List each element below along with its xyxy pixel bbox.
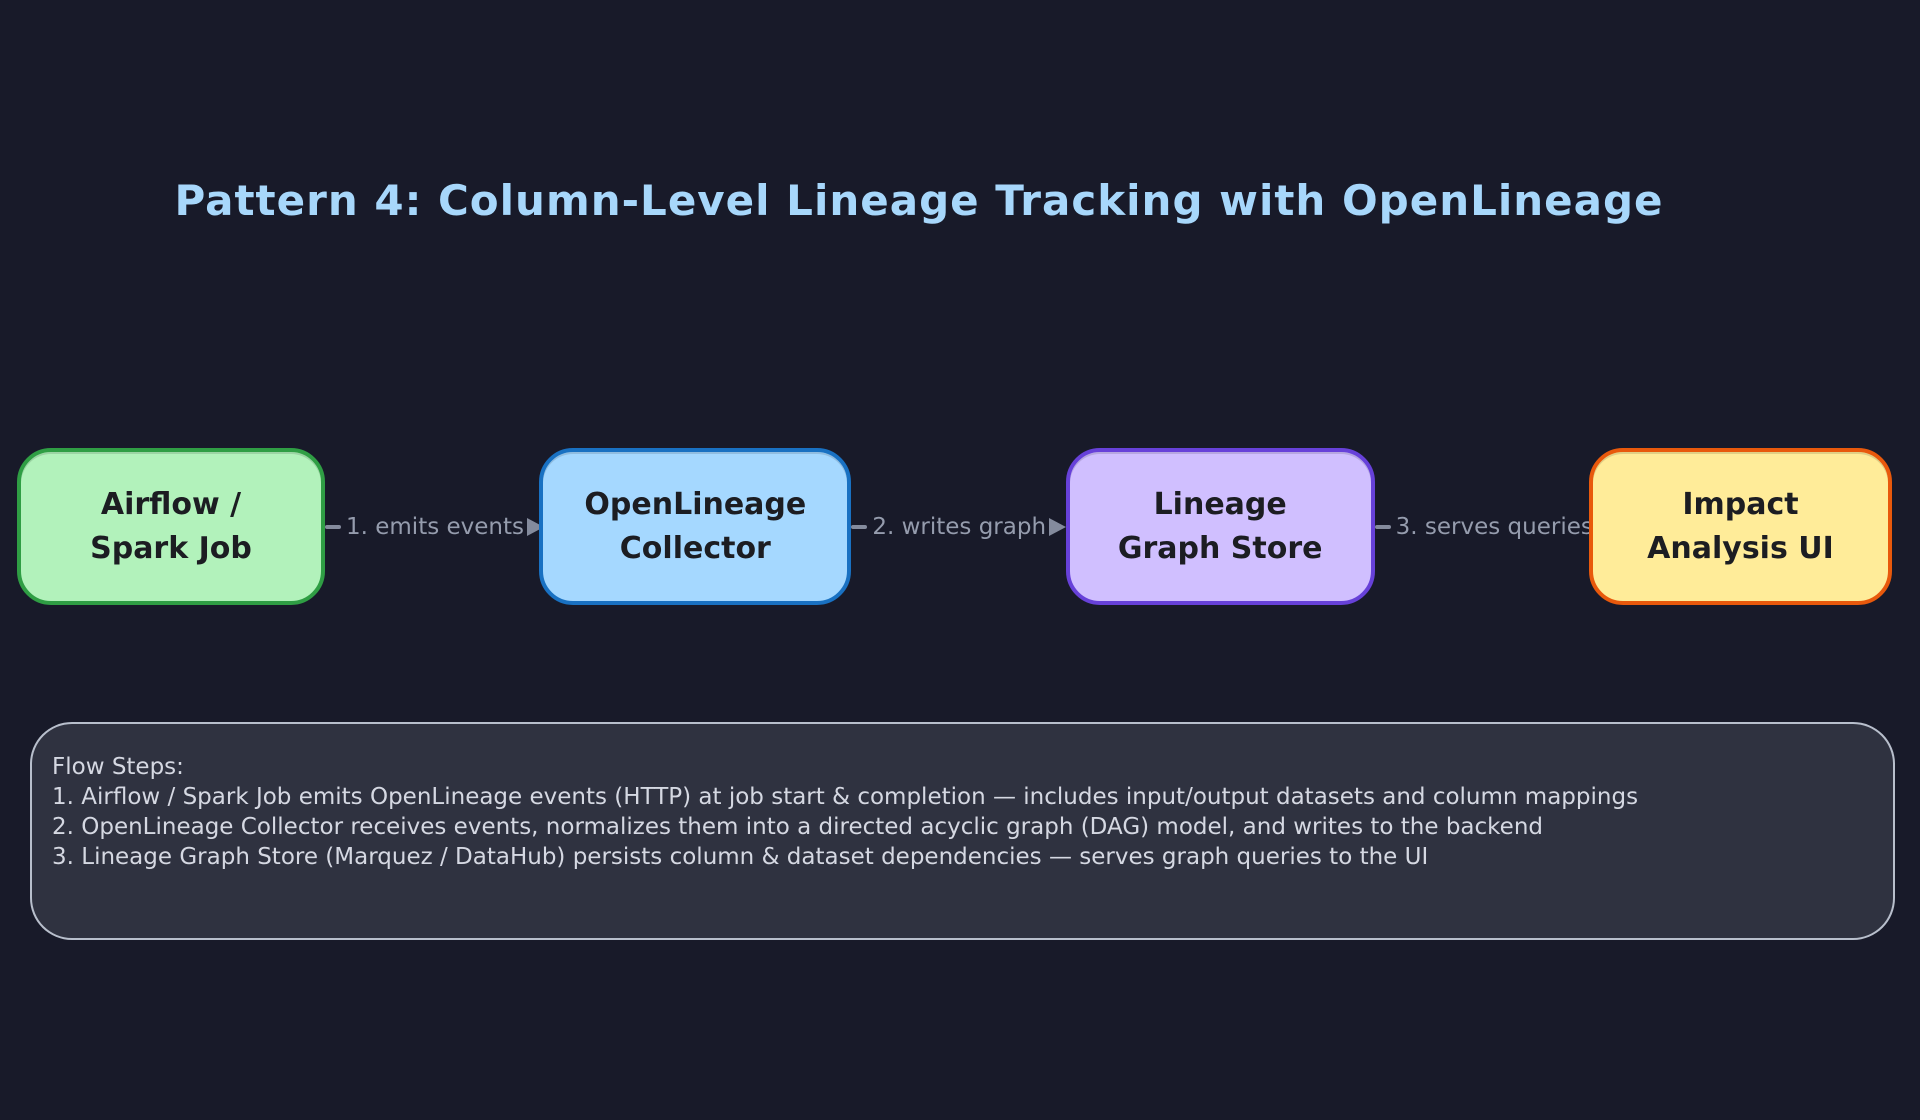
arrowhead-right-icon [527, 517, 540, 536]
flow-steps-panel: Flow Steps: 1. Airflow / Spark Job emits… [30, 722, 1895, 940]
connector-label-emits-events: 1. emits events [346, 513, 525, 540]
node-impact-analysis-ui: Impact Analysis UI [1588, 448, 1892, 605]
node-label-openlineage-collector: OpenLineage Collector [584, 487, 807, 566]
connector-line [325, 524, 341, 529]
node-lineage-graph-store: Lineage Graph Store [1065, 448, 1375, 605]
flow-step-1: 1. Airflow / Spark Job emits OpenLineage… [52, 784, 1639, 810]
connector-label-serves-queries: 3. serves queries [1395, 513, 1589, 540]
connector-emits-events: 1. emits events [325, 448, 540, 605]
arrowhead-right-icon [1049, 517, 1066, 536]
connector-serves-queries: 3. serves queries [1374, 448, 1589, 605]
diagram-title: Pattern 4: Column-Level Lineage Tracking… [174, 176, 1664, 225]
connector-line [1374, 524, 1391, 529]
node-label-lineage-graph-store: Lineage Graph Store [1117, 487, 1323, 566]
connector-label-writes-graph: 2. writes graph [872, 513, 1047, 540]
node-label-impact-analysis-ui: Impact Analysis UI [1647, 487, 1834, 566]
connector-line [851, 524, 868, 529]
flow-step-3: 3. Lineage Graph Store (Marquez / DataHu… [52, 844, 1429, 870]
connector-writes-graph: 2. writes graph [851, 448, 1066, 605]
flow-step-2: 2. OpenLineage Collector receives events… [52, 814, 1543, 840]
node-label-airflow-spark-job: Airflow / Spark Job [90, 487, 252, 566]
flow-row: Airflow / Spark Job 1. emits events Open… [17, 448, 1892, 605]
node-airflow-spark-job: Airflow / Spark Job [17, 448, 325, 605]
flow-steps-heading: Flow Steps: [52, 754, 184, 780]
node-openlineage-collector: OpenLineage Collector [539, 448, 852, 605]
